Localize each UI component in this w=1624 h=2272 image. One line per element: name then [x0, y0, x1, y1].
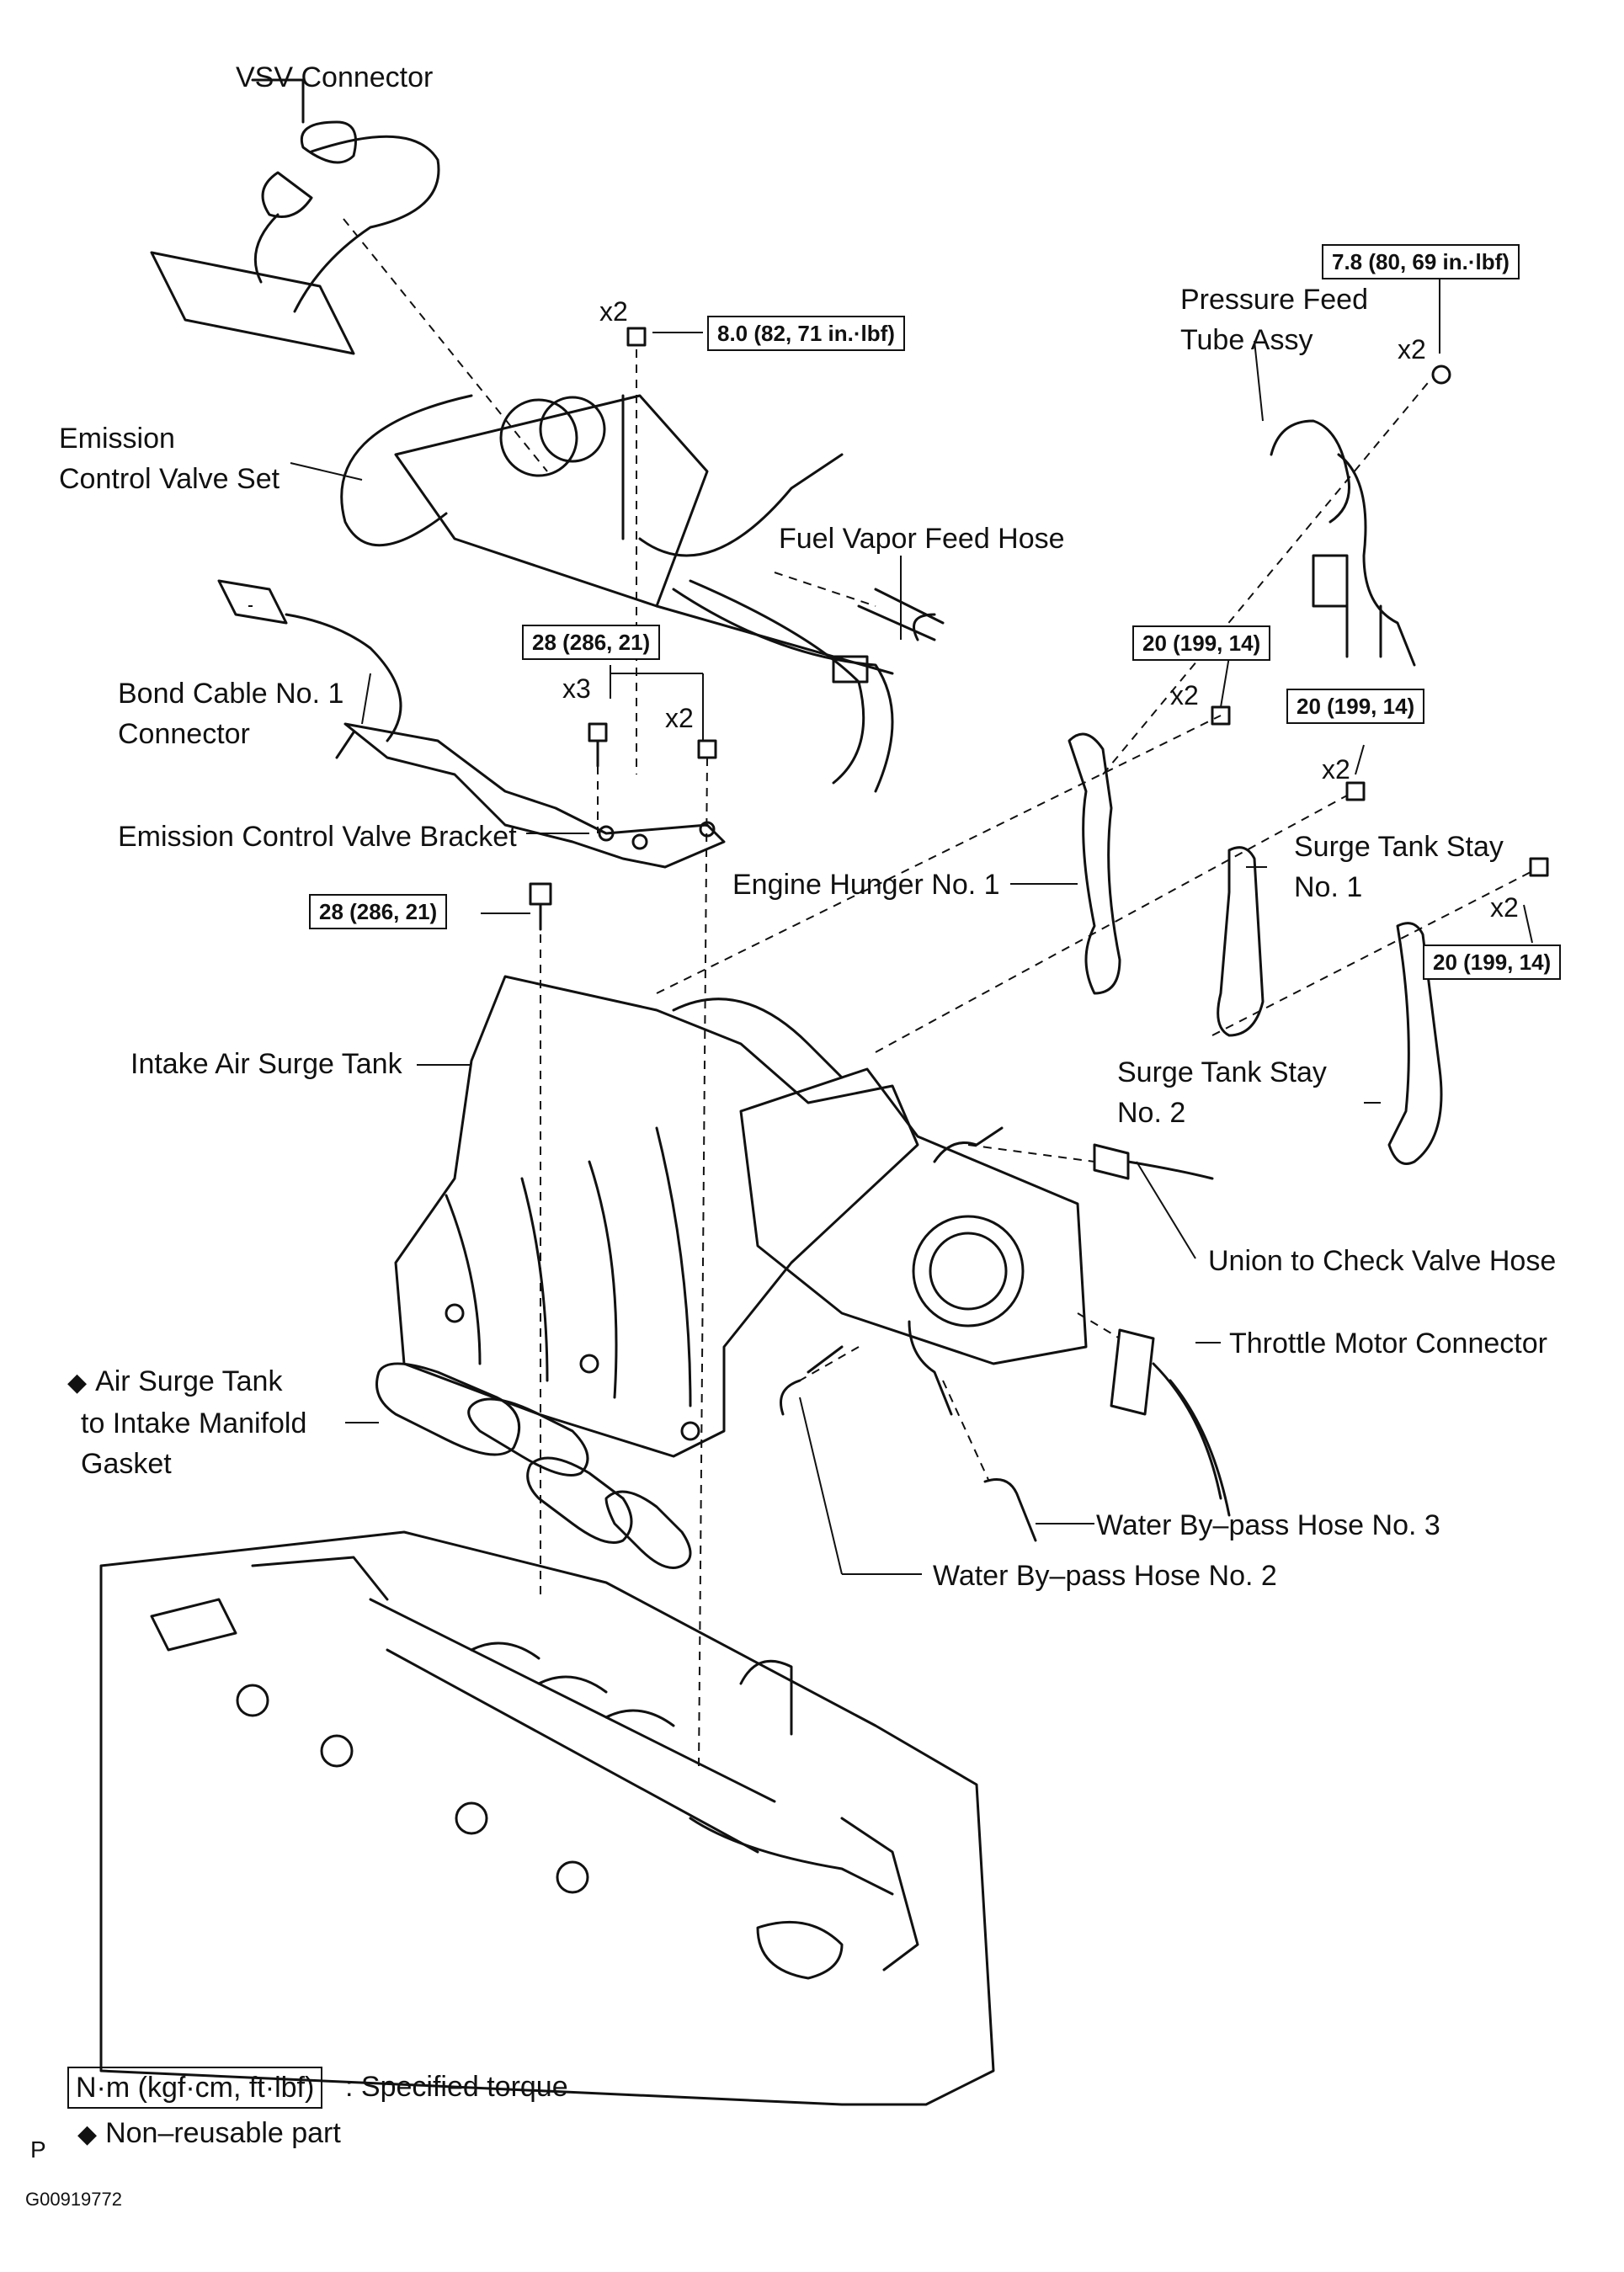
surge-tank-stay-1-part: [1217, 846, 1265, 1037]
label-line: Connector: [118, 718, 250, 750]
qty-8-0: x2: [599, 296, 628, 327]
intake-air-surge-tank-part: [394, 975, 919, 1458]
label-water-bypass-hose-2: Water By–pass Hose No. 2: [933, 1560, 1277, 1592]
union-check-valve-hose-part: [1093, 1143, 1214, 1180]
label-water-bypass-hose-3: Water By–pass Hose No. 3: [1096, 1509, 1440, 1541]
label-fuel-vapor-feed-hose: Fuel Vapor Feed Hose: [779, 523, 1065, 555]
torque-box-7-8: 7.8 (80, 69 in.·lbf): [1322, 244, 1520, 279]
legend-nonreusable: ◆Non–reusable part: [77, 2113, 341, 2155]
label-line: No. 2: [1117, 1097, 1186, 1129]
legend-torque-text: : Specified torque: [345, 2071, 568, 2103]
water-bypass-hose-2-part: [780, 1345, 844, 1416]
engine-block-part: [99, 1530, 995, 2106]
label-line: Surge Tank Stay: [1294, 831, 1504, 863]
vsv-connector-part: [150, 78, 440, 355]
label-line: Emission: [59, 423, 175, 455]
torque-box-20-b: 20 (199, 14): [1286, 689, 1425, 724]
engine-hunger-part: [1068, 732, 1121, 995]
torque-box-20-a: 20 (199, 14): [1132, 625, 1271, 661]
label-pressure-feed-tube: Pressure Feed Tube Assy: [1180, 279, 1368, 360]
label-gasket: ◆Air Surge Tank to Intake Manifold Gaske…: [67, 1361, 306, 1484]
figure-id: G00919772: [25, 2189, 122, 2210]
surge-tank-stay-2-part: [1387, 922, 1443, 1165]
label-line: to Intake Manifold: [81, 1407, 307, 1439]
water-bypass-hose-3-part: [983, 1478, 1037, 1542]
nonreusable-diamond-icon: ◆: [67, 1369, 88, 1397]
label-line: ◆Air Surge Tank: [67, 1361, 306, 1403]
legend-diamond-icon: ◆: [77, 2120, 98, 2148]
qty-28-x3: x3: [562, 673, 591, 704]
torque-box-28-b: 28 (286, 21): [309, 894, 448, 929]
label-surge-tank-stay-1: Surge Tank Stay No. 1: [1294, 827, 1504, 907]
callout-leaders: [248, 278, 1533, 1575]
qty-28-x2: x2: [665, 703, 694, 733]
fuel-vapor-feed-hose-part: [857, 588, 945, 641]
bond-cable-part: [217, 579, 402, 759]
torque-box-28-a: 28 (286, 21): [522, 625, 661, 660]
qty-20-c: x2: [1490, 892, 1519, 923]
label-line: Pressure Feed: [1180, 284, 1368, 316]
throttle-motor-connector-part: [1110, 1328, 1231, 1517]
legend-torque-unit: N·m (kgf·cm, ft·lbf): [67, 2067, 323, 2109]
label-line: No. 1: [1294, 871, 1363, 903]
emission-control-valve-set-part: [340, 394, 894, 793]
label-emission-control-valve-bracket: Emission Control Valve Bracket: [118, 821, 517, 853]
qty-20-b: x2: [1322, 754, 1350, 785]
label-emission-control-valve-set: Emission Control Valve Set: [59, 418, 280, 499]
torque-box-20-c: 20 (199, 14): [1423, 944, 1562, 980]
bolts: [529, 327, 1549, 931]
label-line-text: Air Surge Tank: [95, 1365, 283, 1397]
label-surge-tank-stay-2: Surge Tank Stay No. 2: [1117, 1052, 1327, 1133]
label-throttle-motor-connector: Throttle Motor Connector: [1229, 1328, 1547, 1359]
dashed-leaders: [343, 218, 1533, 1769]
label-vsv-connector: VSV Connector: [236, 61, 434, 93]
label-intake-air-surge-tank: Intake Air Surge Tank: [130, 1048, 402, 1080]
qty-7-8: x2: [1398, 334, 1426, 364]
gasket-part: [375, 1362, 692, 1569]
page-letter: P: [30, 2136, 46, 2163]
pressure-feed-tube-part: [1270, 364, 1451, 667]
label-line: Tube Assy: [1180, 324, 1313, 356]
label-union-to-check-valve-hose: Union to Check Valve Hose: [1208, 1245, 1557, 1277]
label-line: Bond Cable No. 1: [118, 678, 344, 710]
qty-20-a: x2: [1170, 680, 1199, 710]
torque-box-8-0: 8.0 (82, 71 in.·lbf): [707, 316, 905, 351]
throttle-body-part: [739, 1067, 1088, 1416]
label-line: Control Valve Set: [59, 463, 280, 495]
label-bond-cable-connector: Bond Cable No. 1 Connector: [118, 673, 343, 754]
label-line: Surge Tank Stay: [1117, 1056, 1327, 1088]
label-line: Gasket: [81, 1448, 172, 1480]
legend-nonreusable-text: Non–reusable part: [105, 2117, 341, 2149]
label-engine-hunger: Engine Hunger No. 1: [732, 869, 1000, 901]
